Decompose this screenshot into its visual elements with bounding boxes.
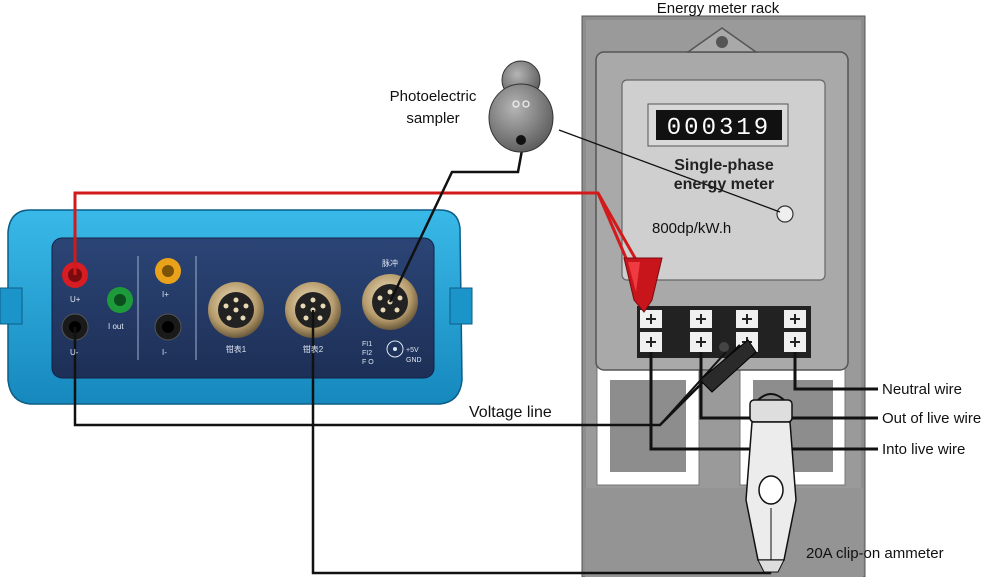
single-phase-energy-meter xyxy=(595,27,849,371)
into-live-wire-line xyxy=(649,352,878,451)
clamp2-port-label: 钳表2 xyxy=(303,344,324,354)
u-minus-label: U- xyxy=(70,348,79,357)
clip-on-ammeter xyxy=(745,393,797,573)
sampler-pointer-line xyxy=(558,129,781,213)
rack-label: Energy meter rack xyxy=(657,0,780,17)
power-analyzer-device xyxy=(0,209,473,405)
fi1-label: FI1 xyxy=(362,341,372,348)
photoelectric-sampler xyxy=(488,60,554,153)
pulse-port-label: 脉冲 xyxy=(382,258,398,268)
meter-title-line1: Single-phase xyxy=(674,157,774,174)
u-plus-label: U+ xyxy=(70,295,81,304)
meter-title-line2: energy meter xyxy=(674,176,775,193)
meter-counter: 000319 xyxy=(667,115,771,142)
fi2-label: FI2 xyxy=(362,350,372,357)
plus5v-label: +5V xyxy=(406,347,419,354)
sampler-label-line1: Photoelectric xyxy=(390,88,477,105)
i-out-label: I out xyxy=(108,322,124,331)
i-plus-label: I+ xyxy=(162,290,169,299)
black-clip xyxy=(699,339,757,393)
sampler-label-line2: sampler xyxy=(406,110,459,127)
clamp1-port-label: 钳表1 xyxy=(226,344,247,354)
fo-label: F O xyxy=(362,359,374,366)
voltage-wire-red xyxy=(73,191,645,275)
out-live-wire-label: Out of live wire xyxy=(882,410,981,427)
sampler-cable xyxy=(388,149,524,303)
into-live-wire-label: Into live wire xyxy=(882,441,965,458)
neutral-wire-label: Neutral wire xyxy=(882,381,962,398)
out-live-wire-line xyxy=(699,352,878,420)
gnd-label: GND xyxy=(406,357,422,364)
clamp-label: 20A clip-on ammeter xyxy=(806,545,944,562)
voltage-line-label: Voltage line xyxy=(469,404,552,421)
meter-constant: 800dp/kW.h xyxy=(652,220,731,237)
i-minus-label: I- xyxy=(162,348,167,357)
neutral-wire-line xyxy=(793,352,878,391)
